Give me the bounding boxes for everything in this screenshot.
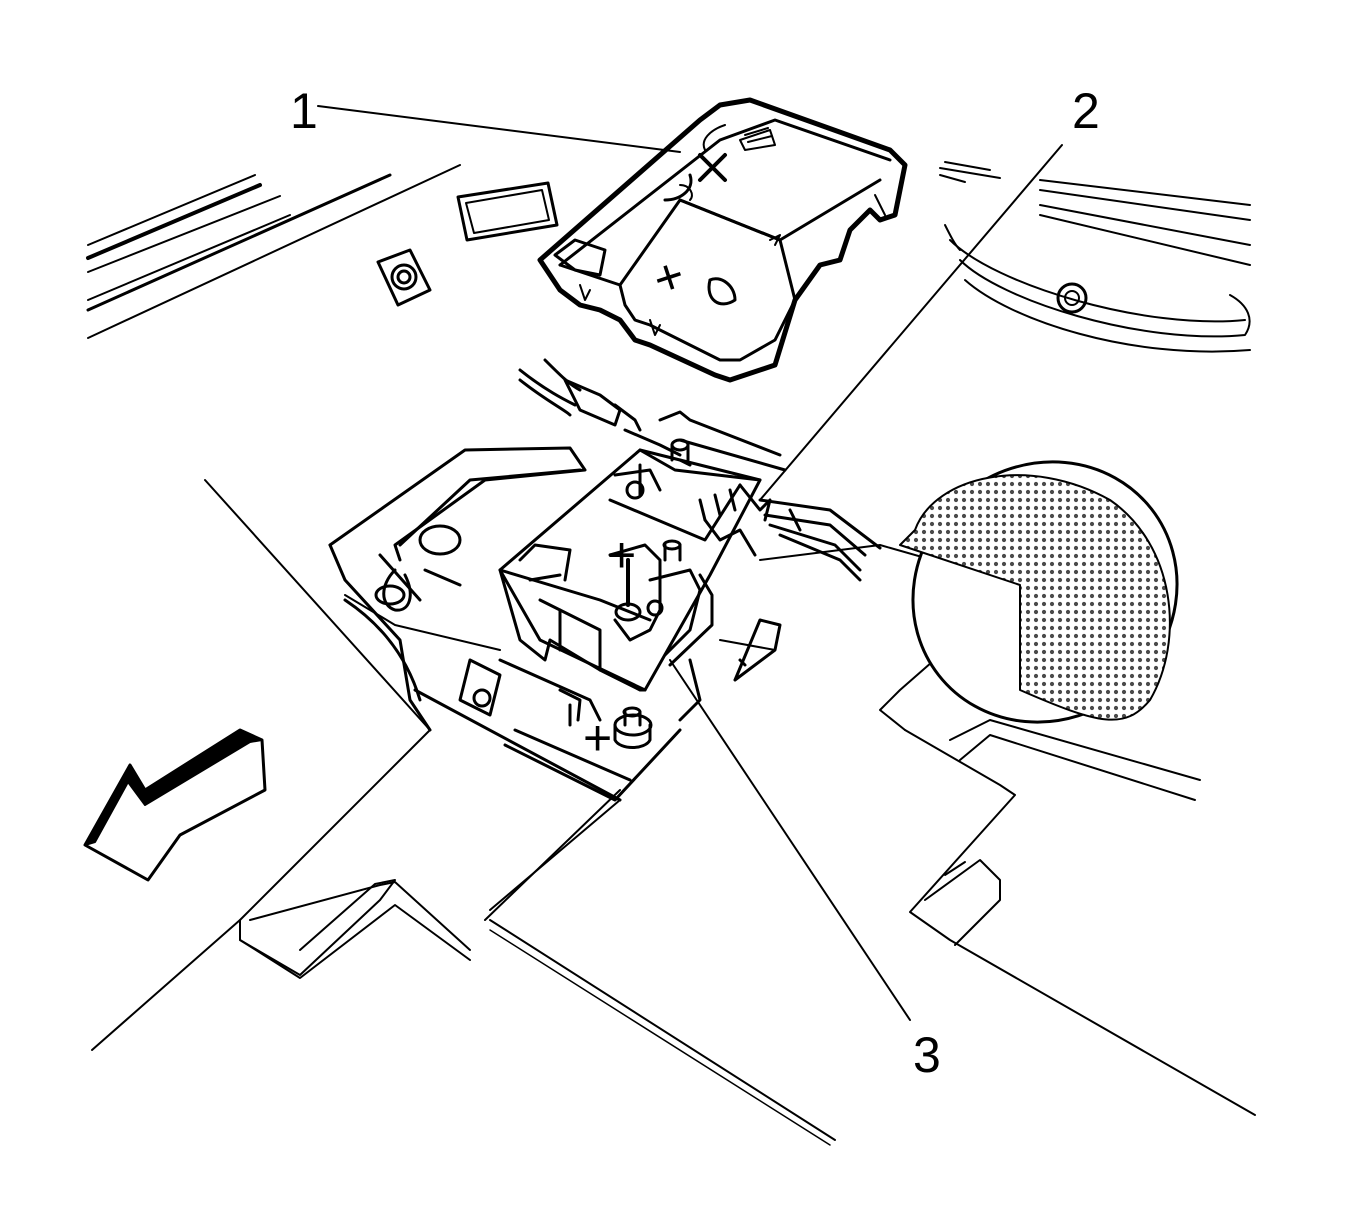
leader-line-2: [759, 144, 1063, 501]
right-panel-lines: [939, 161, 1251, 353]
floor-panel: [91, 479, 1256, 1146]
battery-post: [613, 706, 653, 749]
speaker-grille: [899, 460, 1179, 724]
forward-arrow-icon: [83, 728, 267, 882]
battery-cover: [537, 97, 908, 383]
callout-2: 2: [1072, 83, 1100, 139]
leader-line-3: [669, 659, 911, 1021]
callout-1: 1: [290, 83, 318, 139]
leader-lines: [317, 105, 1063, 1021]
body-panel-lines: [86, 164, 461, 339]
panel-grommet: [376, 248, 432, 307]
terminal-plus-mark: +: [583, 710, 612, 766]
terminal-block: [498, 438, 772, 692]
cables: [518, 358, 882, 582]
battery-tray: [328, 446, 782, 802]
panel-patch: [456, 181, 559, 242]
leader-line-1: [317, 105, 681, 153]
terminal-symbol-upper: +: [607, 527, 636, 583]
callout-3: 3: [913, 1027, 941, 1083]
